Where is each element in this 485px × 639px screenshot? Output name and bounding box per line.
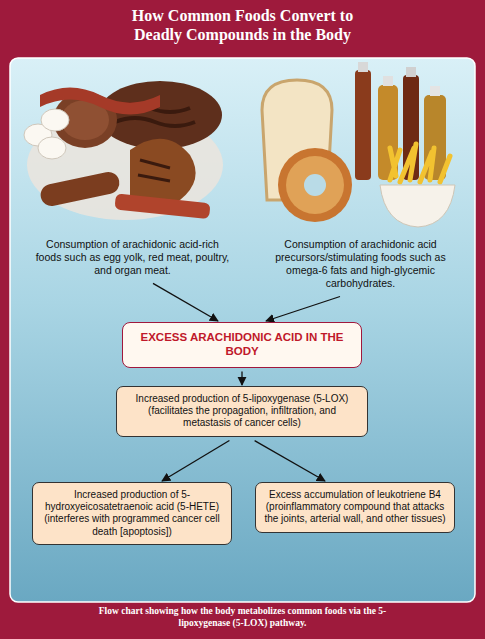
node-text: Increased production of 5-lipoxygenase (… bbox=[123, 393, 361, 405]
flow-arrow bbox=[255, 441, 325, 481]
process-box: Increased production of 5-hydroxyeicosat… bbox=[32, 482, 232, 545]
node-text: (interferes with programmed cancer cell … bbox=[39, 513, 225, 537]
node-text: EXCESS ARACHIDONIC ACID IN THE BODY bbox=[131, 331, 353, 359]
food-description: Consumption of arachidonic acid precurso… bbox=[258, 236, 463, 293]
node-text: Excess accumulation of leukotriene B4 bbox=[262, 489, 448, 501]
node-text: (facilitates the propagation, infiltrati… bbox=[123, 405, 361, 429]
process-box: EXCESS ARACHIDONIC ACID IN THE BODY bbox=[122, 322, 362, 368]
flow-arrow bbox=[241, 372, 242, 385]
meat-foods-picture bbox=[24, 81, 223, 220]
node-text: Consumption of arachidonic acid-rich foo… bbox=[34, 238, 231, 277]
flow-arrow bbox=[266, 297, 340, 322]
node-text: Consumption of arachidonic acid precurso… bbox=[262, 238, 459, 291]
processed-foods-picture bbox=[262, 62, 455, 227]
process-box: Increased production of 5-lipoxygenase (… bbox=[116, 386, 368, 437]
food-description: Consumption of arachidonic acid-rich foo… bbox=[30, 236, 235, 279]
caption: Flow chart showing how the body metaboli… bbox=[78, 606, 408, 630]
node-text: Increased production of 5-hydroxyeicosat… bbox=[39, 489, 225, 513]
title-bar: How Common Foods Convert to Deadly Compo… bbox=[0, 6, 485, 44]
node-text: (proinflammatory compound that attacks t… bbox=[262, 501, 448, 525]
title: How Common Foods Convert to Deadly Compo… bbox=[113, 6, 373, 44]
flow-arrow bbox=[162, 441, 229, 481]
flow-arrow bbox=[153, 283, 218, 321]
caption-bar: Flow chart showing how the body metaboli… bbox=[0, 606, 485, 630]
process-box: Excess accumulation of leukotriene B4(pr… bbox=[255, 482, 455, 533]
inner-panel bbox=[10, 58, 475, 602]
